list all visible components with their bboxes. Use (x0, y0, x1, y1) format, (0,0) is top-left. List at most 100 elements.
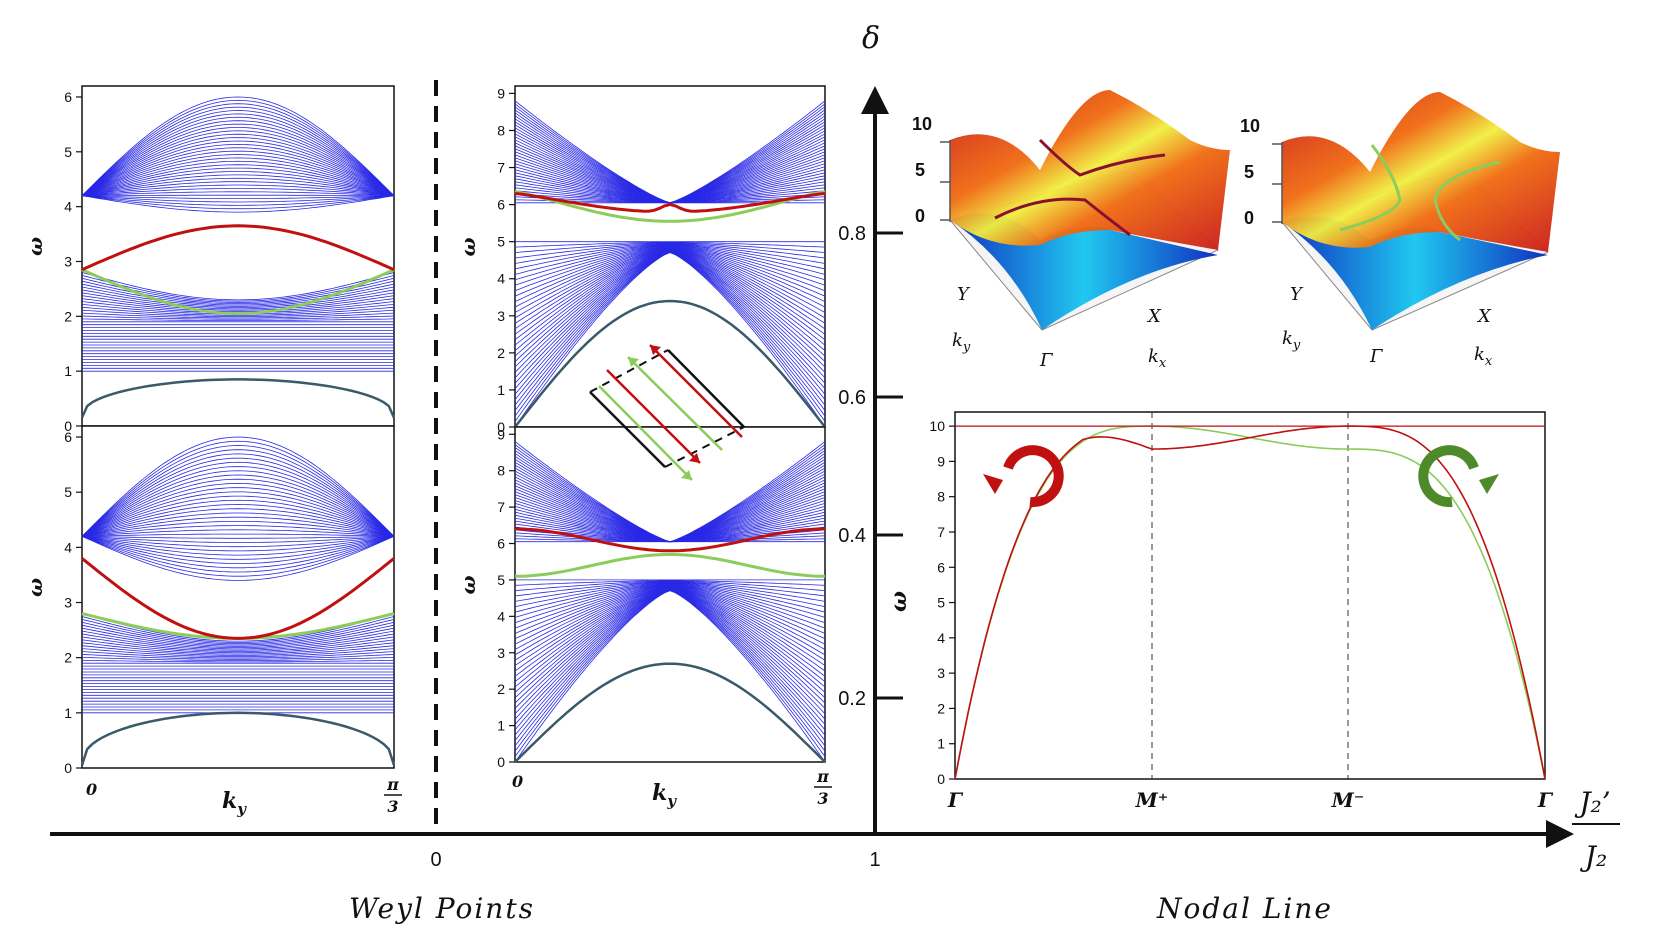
label-ky-right: ky (1282, 328, 1301, 353)
path-chart-frame (954, 411, 1546, 780)
bulk-band-line (81, 449, 395, 537)
bulk-band-line (81, 521, 395, 537)
band-y-tick-label: 5 (497, 234, 505, 250)
bulk-band-line (81, 133, 395, 197)
bulk-band-line (81, 157, 395, 197)
bulk-band-line (81, 195, 395, 213)
path-x-tick-label: M⁺ (1135, 788, 1169, 812)
main-y-label: δ (862, 21, 880, 56)
band-y-tick-label: 3 (64, 253, 72, 269)
band-y-tick-label: 3 (497, 645, 505, 661)
z-tick-5-right: 5 (1244, 162, 1254, 182)
band-y-tick-label: 3 (497, 308, 505, 324)
band-x-label-mid: ky (652, 780, 677, 810)
bulk-band-line (81, 474, 395, 537)
band-y-tick-label: 2 (64, 650, 72, 666)
bulk-band-line (82, 194, 394, 197)
bulk-band-line (81, 457, 395, 537)
bulk-band-line (81, 495, 395, 537)
band-x-end-num-left: π (386, 775, 399, 794)
path-y-tick-label: 0 (937, 771, 945, 787)
path-y-tick-label: 3 (937, 665, 945, 681)
bulk-band-line (81, 275, 395, 302)
nodal-line-right-a (1339, 144, 1402, 232)
path-y-tick-label: 4 (937, 630, 945, 646)
z-tick-5-left: 5 (915, 160, 925, 180)
edge-states (514, 527, 826, 763)
bulk-band-line (81, 535, 395, 569)
bulk-band-line (81, 127, 395, 197)
ccw-rotation-icon (1003, 445, 1064, 508)
path-y-tick-label: 10 (929, 418, 945, 434)
bulk-band-line (81, 621, 395, 646)
edge-state-red (81, 557, 395, 640)
bulk-band-line (81, 298, 395, 312)
edge-state-red (81, 224, 395, 272)
path-y-tick-label: 9 (937, 453, 945, 469)
bulk-band-line (81, 461, 395, 537)
path-y-tick-label: 2 (937, 700, 945, 716)
bulk-band-line (514, 100, 826, 204)
nodal-line-left-b (994, 197, 1131, 237)
bulk-band-line (81, 535, 395, 573)
label-gamma-left: Γ (1039, 350, 1054, 371)
bulk-band-line (81, 188, 395, 197)
z-tick-10-right: 10 (1240, 116, 1260, 136)
bulk-band-line (81, 645, 395, 656)
bulk-band-line (81, 292, 395, 310)
bulk-band-line (81, 171, 395, 197)
bulk-band-line (81, 627, 395, 648)
bulk-band-line (81, 491, 395, 537)
bulk-band-line (81, 181, 395, 197)
main-y-tick-06: 0.6 (838, 387, 866, 409)
z-tick-0-right: 0 (1244, 208, 1254, 228)
bulk-band-line (81, 619, 395, 645)
bulk-band-line (81, 533, 395, 537)
x-axis-fraction: J₂’ J₂ (1572, 786, 1620, 873)
edge-state-green (81, 268, 395, 316)
edge-states (514, 190, 826, 428)
bulk-band-line (81, 318, 395, 321)
bulk-band-line (81, 535, 395, 565)
bulk-band-line (81, 309, 395, 317)
band-y-tick-label: 7 (497, 499, 505, 515)
cw-rotation-icon (1418, 445, 1479, 508)
path-y-tick-label: 6 (937, 559, 945, 575)
band-y-tick-label: 0 (497, 419, 505, 435)
main-y-tick-04: 0.4 (838, 525, 866, 547)
bulk-band-line (81, 659, 395, 663)
bulk-band-line (81, 184, 395, 197)
region-nodal-line: Nodal Line (1156, 892, 1333, 925)
bulk-band-line (81, 123, 395, 197)
bulk-band-line (81, 113, 395, 197)
bulk-band-line (81, 312, 395, 319)
bulk-band-line (81, 110, 395, 197)
label-Y-right: Y (1290, 284, 1304, 305)
bulk-band-line (81, 633, 395, 651)
bulk-band-line (81, 535, 395, 543)
bulk-band-line (81, 499, 395, 537)
band-y-tick-label: 4 (64, 539, 72, 555)
label-X-right: X (1476, 306, 1492, 327)
bulk-band-line (81, 120, 395, 197)
band-panel-frame (514, 85, 826, 428)
surface-plot-left: 10 5 0 Y X ky Γ kx (912, 90, 1230, 371)
band-y-tick-label: 8 (497, 463, 505, 479)
bulk-band-line (81, 535, 395, 581)
edge-state-dark (80, 711, 396, 766)
bulk-band-line (81, 174, 395, 197)
edge-state-red (515, 527, 825, 553)
label-kx-left: kx (1148, 346, 1167, 371)
bulk-band-line (81, 525, 395, 537)
path-x-tick-label: M⁻ (1331, 788, 1365, 812)
bulk-band-line (81, 636, 395, 652)
bulk-band-line (81, 137, 395, 197)
z-tick-10-left: 10 (912, 114, 932, 134)
